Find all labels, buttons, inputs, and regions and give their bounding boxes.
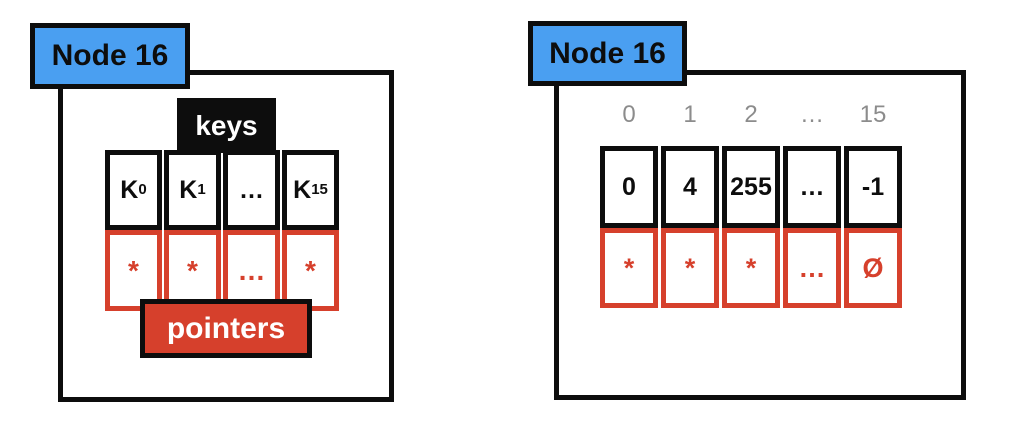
right-pointer-cell-ellipsis: … [783, 228, 841, 308]
right-pointer-cell-1: * [661, 228, 719, 308]
right-pointer-cells-row: * * * … Ø [600, 228, 902, 308]
index-label-2: 2 [744, 101, 758, 128]
value-cell-0: 0 [600, 146, 658, 228]
keys-label-tag: keys [177, 98, 276, 153]
key-cell-0-base: K [120, 175, 139, 204]
right-value-cells-row: 0 4 255 … -1 [600, 146, 902, 228]
index-label-0: 0 [622, 101, 636, 128]
left-node-title: Node 16 [51, 39, 169, 72]
keys-label: keys [195, 109, 258, 141]
key-cell-ellipsis-text: … [239, 175, 264, 204]
pointers-label-tag: pointers [140, 299, 312, 358]
left-pointer-cell-15: * [282, 230, 339, 311]
right-node-title: Node 16 [549, 36, 666, 70]
key-cell-ellipsis: … [223, 150, 280, 230]
pointers-label: pointers [166, 311, 286, 345]
key-cell-1-base: K [179, 175, 198, 204]
left-pointer-cells-row: * * … * [105, 230, 339, 311]
index-label-ellipsis: … [800, 101, 824, 128]
right-index-labels-row: 0 1 2 … 15 [600, 100, 902, 130]
value-cell-15: -1 [844, 146, 902, 228]
value-cell-1: 4 [661, 146, 719, 228]
right-node-title-badge: Node 16 [528, 21, 687, 86]
value-cell-2: 255 [722, 146, 780, 228]
left-pointer-cell-ellipsis: … [223, 230, 280, 311]
left-pointer-cell-0: * [105, 230, 162, 311]
index-label-15: 15 [859, 101, 887, 128]
index-label-1: 1 [683, 101, 697, 128]
right-pointer-cell-0: * [600, 228, 658, 308]
value-cell-ellipsis: … [783, 146, 841, 228]
left-node-title-badge: Node 16 [30, 23, 190, 89]
left-pointer-cell-1: * [164, 230, 221, 311]
right-pointer-cell-null: Ø [844, 228, 902, 308]
right-pointer-cell-2: * [722, 228, 780, 308]
key-cell-15-base: K [293, 175, 312, 204]
